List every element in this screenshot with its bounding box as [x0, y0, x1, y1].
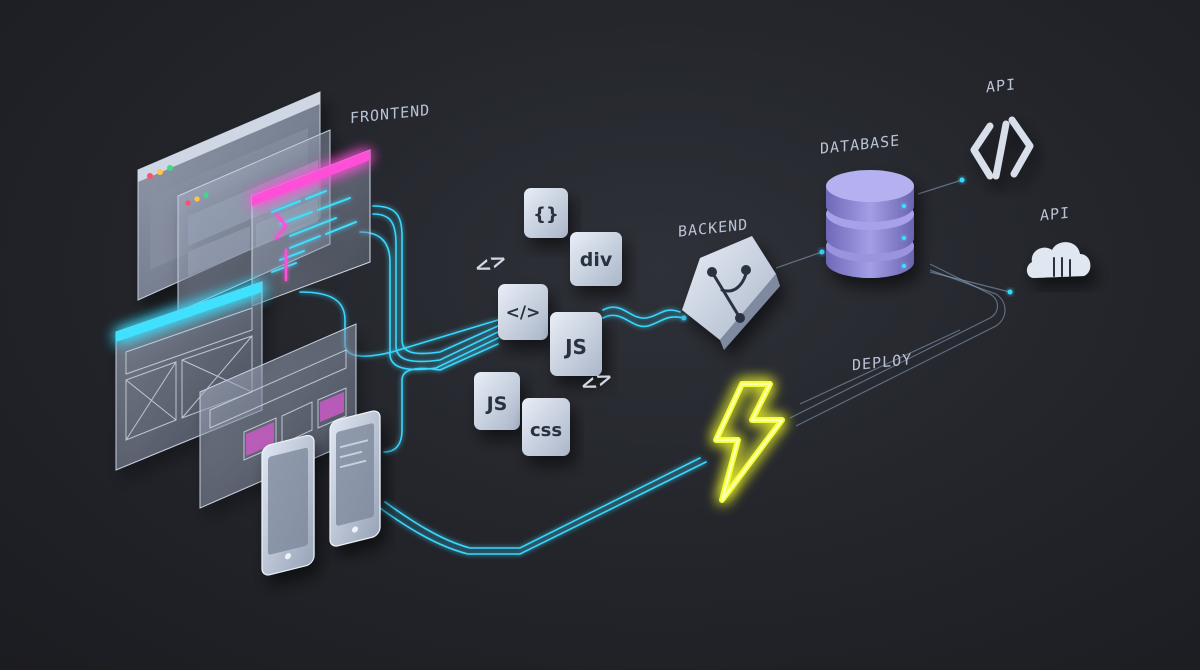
code-editor-window — [251, 149, 371, 307]
api-bottom-label: API — [1040, 204, 1070, 225]
chip-braces: {} — [524, 188, 568, 238]
chip-div: div — [570, 232, 622, 286]
database-cylinder-icon — [826, 170, 914, 278]
chip-js-main: JS — [550, 312, 602, 376]
git-branch-icon — [682, 236, 780, 350]
code-brackets-icon — [970, 116, 1034, 180]
chip-css: css — [522, 398, 570, 456]
frontend-browser-stack — [115, 91, 381, 576]
phone-device-left — [261, 434, 315, 576]
backend-label: BACKEND — [678, 215, 748, 240]
connection-wires — [299, 205, 707, 555]
chip-tag: </> — [498, 284, 548, 340]
chip-js-small-text: JS — [485, 393, 508, 415]
chip-div-text: div — [580, 249, 613, 271]
api-top-label: API — [986, 75, 1016, 96]
chip-braces-text: {} — [533, 204, 559, 225]
cloud-icon — [1026, 242, 1091, 278]
chip-css-text: css — [530, 420, 562, 441]
deploy-label: DEPLOY — [852, 350, 912, 374]
frontend-label: FRONTEND — [350, 101, 430, 127]
chevrons-left-icon: <> — [470, 246, 510, 280]
database-label: DATABASE — [820, 131, 900, 157]
phone-device-right — [329, 410, 381, 547]
chip-tag-text: </> — [506, 303, 541, 323]
chip-js-small: JS — [474, 372, 520, 430]
layout-window — [199, 323, 357, 509]
dim-wires — [775, 179, 1011, 427]
chip-js-main-text: JS — [563, 335, 587, 359]
lightning-bolt-icon — [713, 381, 785, 503]
